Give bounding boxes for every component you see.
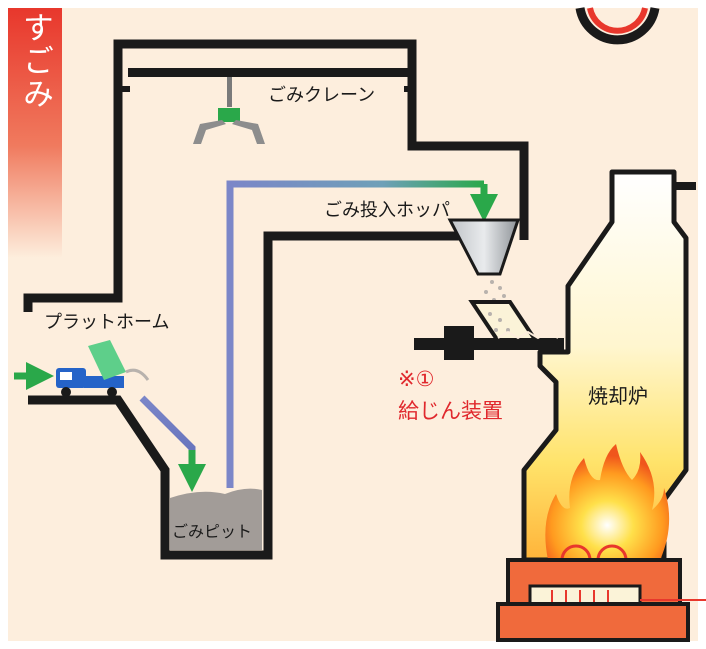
crane-label: ごみクレーン	[268, 85, 375, 106]
category-band	[8, 8, 62, 258]
air-inlet	[528, 584, 642, 606]
corner-badge-icon	[575, 7, 660, 45]
truck-icon	[56, 340, 150, 397]
exhaust-pipe	[674, 182, 696, 190]
feeder-label: 給じん装置	[398, 399, 503, 423]
category-label: 燃やすごみ	[17, 0, 53, 111]
incinerator-label: 焼却炉	[588, 384, 648, 408]
furnace-base	[496, 602, 690, 642]
pit-label: ごみピット	[172, 522, 252, 541]
crane-flow-line	[226, 180, 484, 488]
hopper-label: ごみ投入ホッパ	[324, 200, 450, 221]
pit-waste	[170, 488, 262, 550]
air-arrows	[551, 590, 706, 602]
building-wall	[23, 39, 529, 312]
crane-rail	[128, 68, 416, 77]
platform-label: プラットホーム	[44, 312, 169, 333]
fire-icon	[545, 444, 670, 560]
pit-wall	[28, 231, 490, 560]
feeder-note: ※①	[398, 367, 434, 391]
feeder-screw-icon	[414, 326, 564, 360]
crane-grab-icon	[193, 77, 265, 144]
hopper-icon	[447, 218, 521, 276]
